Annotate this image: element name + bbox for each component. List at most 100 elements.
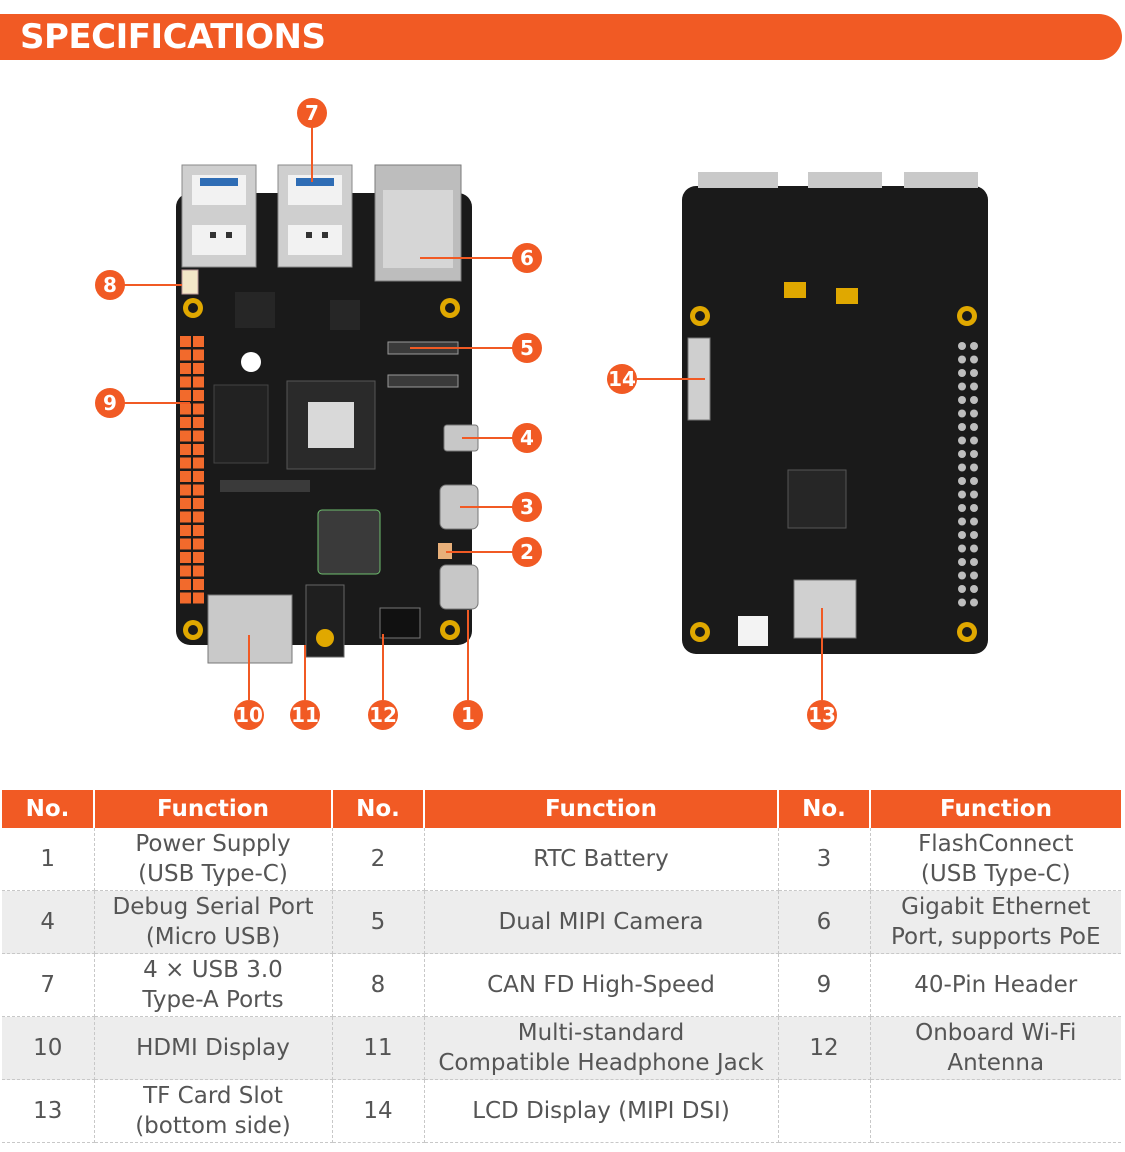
- brand-logo: [241, 352, 261, 372]
- section-title: SPECIFICATIONS: [20, 17, 326, 57]
- back-solder-pin: [970, 531, 978, 539]
- cell-function: [870, 1079, 1121, 1143]
- header-function: Function: [424, 790, 779, 828]
- back-solder-pin: [970, 369, 978, 377]
- back-solder-pin: [970, 423, 978, 431]
- function-text: Power Supply (USB Type-C): [135, 831, 291, 887]
- back-pin-rows: [958, 342, 978, 607]
- svg-text:1: 1: [461, 703, 475, 727]
- header-pin: [180, 390, 191, 401]
- header-pin: [180, 444, 191, 455]
- back-solder-pin: [970, 382, 978, 391]
- svg-text:6: 6: [520, 246, 534, 270]
- svg-text:3: 3: [520, 495, 534, 519]
- header-pin: [193, 349, 204, 361]
- header-pin: [193, 565, 204, 577]
- mounting-holes-back: [690, 306, 977, 642]
- svg-text:5: 5: [520, 336, 534, 360]
- back-capacitor: [836, 288, 858, 304]
- cell-number: 8: [332, 953, 425, 1017]
- back-solder-pin: [958, 369, 966, 377]
- callout-9: 9: [95, 388, 125, 418]
- header-pin: [180, 484, 191, 496]
- header-pin: [193, 552, 204, 563]
- cell-number: 3: [778, 828, 871, 891]
- cell-number: 6: [778, 890, 871, 954]
- back-board: [682, 172, 988, 654]
- callouts: 7 8 9 6 5 4 3 2 10 11 12 1 14 13: [95, 98, 837, 730]
- cell-function: Debug Serial Port (Micro USB): [94, 890, 333, 954]
- header-no: No.: [2, 790, 95, 828]
- cell-number: 5: [332, 890, 425, 954]
- cell-function: Dual MIPI Camera: [424, 890, 779, 954]
- table-header-row: No. Function No. Function No. Function: [2, 790, 1121, 828]
- cell-function: LCD Display (MIPI DSI): [424, 1079, 779, 1143]
- cell-function: HDMI Display: [94, 1016, 333, 1080]
- back-solder-pin: [970, 450, 978, 458]
- header-pin: [180, 511, 191, 523]
- cell-number: 7: [2, 953, 95, 1017]
- back-solder-pin: [970, 436, 978, 445]
- usb-a-stack-1: [181, 164, 257, 268]
- header-function: Function: [94, 790, 333, 828]
- back-solder-pin: [958, 396, 966, 404]
- header-pin: [180, 538, 191, 550]
- back-solder-pin: [970, 558, 978, 566]
- callout-2: 2: [512, 537, 542, 567]
- header-pin: [193, 538, 204, 550]
- header-pin: [180, 565, 191, 577]
- back-solder-pin: [958, 571, 966, 580]
- back-solder-pin: [958, 477, 966, 485]
- memory-chip: [213, 384, 269, 464]
- header-pin: [180, 457, 191, 469]
- header-pin: [193, 457, 204, 469]
- header-pin: [180, 336, 191, 347]
- callout-5: 5: [512, 333, 542, 363]
- back-usb: [808, 172, 882, 188]
- header-function: Function: [870, 790, 1121, 828]
- function-text: FlashConnect (USB Type-C): [918, 831, 1074, 887]
- cell-number: 4: [2, 890, 95, 954]
- svg-text:14: 14: [608, 367, 636, 391]
- header-no: No.: [332, 790, 425, 828]
- header-pin: [180, 376, 191, 388]
- header-pin: [180, 525, 191, 536]
- back-solder-pin: [958, 463, 966, 472]
- back-solder-pin: [970, 598, 978, 607]
- svg-text:8: 8: [103, 273, 117, 297]
- cell-number: 1: [2, 828, 95, 891]
- callout-6: 6: [512, 243, 542, 273]
- header-pin: [193, 511, 204, 523]
- back-solder-pin: [958, 382, 966, 391]
- back-solder-pin: [958, 423, 966, 431]
- header-pin: [193, 417, 204, 428]
- function-text: Dual MIPI Camera: [498, 909, 704, 935]
- svg-text:11: 11: [291, 703, 319, 727]
- header-pin: [180, 349, 191, 361]
- svg-text:4: 4: [520, 426, 534, 450]
- back-solder-pin: [970, 490, 978, 499]
- back-solder-pin: [970, 585, 978, 593]
- back-usb: [904, 172, 978, 188]
- function-text: Multi-standard Compatible Headphone Jack: [438, 1020, 764, 1076]
- header-pin: [193, 525, 204, 536]
- cell-function: 40-Pin Header: [870, 953, 1121, 1017]
- header-pin: [193, 444, 204, 455]
- banner-background: [0, 14, 1122, 60]
- misc-chip: [220, 480, 310, 492]
- back-capacitor: [784, 282, 806, 298]
- callout-10: 10: [234, 700, 264, 730]
- header-pin: [180, 363, 191, 374]
- header-pin: [193, 579, 204, 590]
- back-solder-pin: [958, 355, 966, 364]
- cell-number: 12: [778, 1016, 871, 1080]
- back-solder-pin: [970, 463, 978, 472]
- cam2-connector: [387, 374, 459, 388]
- back-solder-pin: [970, 409, 978, 418]
- back-solder-pin: [970, 544, 978, 553]
- svg-text:12: 12: [369, 703, 397, 727]
- header-pin: [180, 579, 191, 590]
- cell-function: 4 × USB 3.0 Type-A Ports: [94, 953, 333, 1017]
